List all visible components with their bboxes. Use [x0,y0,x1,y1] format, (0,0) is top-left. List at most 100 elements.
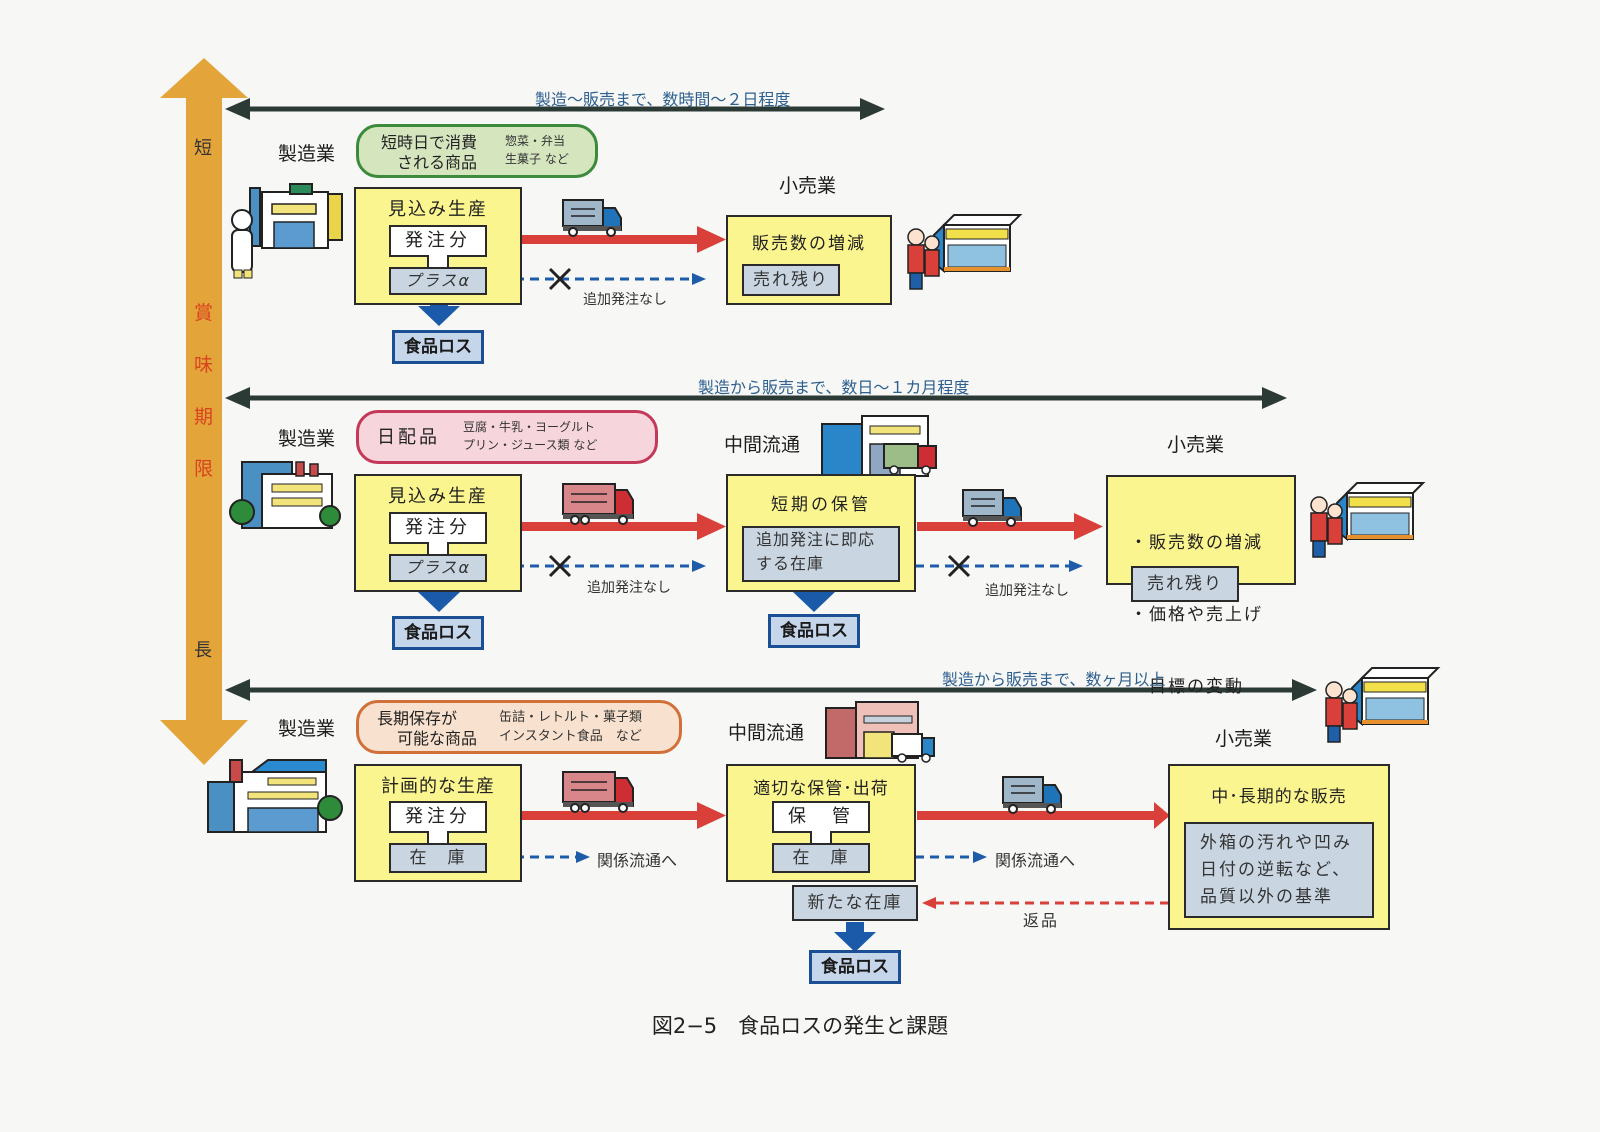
row3-storage-box: 保 管 [772,801,870,833]
row2-leftover-box: 売れ残り [1131,566,1239,602]
truck-icon [562,483,634,525]
axis-label-char: 期 [194,406,214,428]
row2-no-reorder-note-1: 追加発注なし [587,580,671,596]
row2-food-loss-1: 食品ロス [392,616,484,650]
row2-category-pill: 日配品 豆腐・牛乳・ヨーグルト プリン・ジュース類 など [356,410,658,464]
row1-span-arrow [225,98,885,120]
figure-caption: 図2−5 食品ロスの発生と課題 [651,1014,949,1038]
row2-retail-label: 小売業 [1167,434,1225,456]
row3-dashed-arrow-2 [900,851,987,863]
row2-food-loss-2: 食品ロス [768,614,860,648]
row3-related-note-2: 関係流通へ [995,851,1076,870]
category-example: 豆腐・牛乳・ヨーグルト [463,420,596,434]
row3-down-arrow [834,922,876,952]
row3-distribution-label: 中間流通 [728,722,805,744]
category-main: 短時日で消費 [381,133,478,152]
row3-new-stock-box: 新たな在庫 [792,885,918,921]
row1-span-label: 製造〜販売まで、数時間〜２日程度 [535,90,791,109]
row1-no-reorder-note: 追加発注なし [583,292,667,308]
shelf-life-axis [160,58,248,765]
retail-line: ・販売数の増減 [1130,533,1263,553]
box-connector [427,255,449,269]
production-title: 計画的な生産 [381,776,495,797]
factory-building-icon [229,461,341,529]
row3-return-label: 返品 [1023,911,1060,930]
row2-cross-icon-2 [947,554,971,578]
stock-line: 追加発注に即応 [756,530,876,549]
category-example: インスタント食品 など [499,729,642,744]
category-main: 長期保存が [377,709,458,728]
row2-manufacturer-label: 製造業 [278,428,336,450]
row3-retail-label: 小売業 [1215,728,1273,750]
row3-manufacturer-label: 製造業 [278,718,336,740]
row1-order-box: 発注分 [389,225,487,257]
warehouse-icon [821,415,937,477]
retail-shop-icon [1325,667,1441,743]
axis-long-label: 長 [194,640,212,661]
box-connector [810,831,832,845]
production-title: 見込み生産 [388,199,488,220]
row3-dist-stock-box: 在 庫 [772,843,870,873]
truck-icon [562,771,634,813]
retail-line: 販売数の増減 [752,234,866,254]
axis-label-char: 限 [194,458,214,480]
row3-span-arrow [225,679,1317,701]
row3-stock-box: 在 庫 [389,843,487,873]
category-main: される商品 [397,153,478,172]
retail-line: ・価格や売上げ [1130,605,1263,625]
row3-flow-arrow-1 [485,802,726,829]
row1-extra-box: プラスα [389,267,487,295]
distribution-title: 適切な保管･出荷 [753,779,889,799]
food-factory-icon [231,183,343,279]
truck-icon [562,199,622,237]
row1-cross-icon [548,267,572,291]
category-main: 日配品 [377,427,440,448]
row2-cross-icon-1 [548,554,572,578]
row3-criteria-box: 外箱の汚れや凹み 日付の逆転など、 品質以外の基準 [1184,822,1374,918]
row2-order-box: 発注分 [389,512,487,544]
production-title: 見込み生産 [388,486,488,507]
factory-building-icon [207,759,343,833]
row1-leftover-box: 売れ残り [742,264,840,296]
distribution-title: 短期の保管 [771,495,871,515]
row3-category-pill: 長期保存が 可能な商品 缶詰・レトルト・菓子類 インスタント食品 など [356,700,682,754]
row2-distribution-label: 中間流通 [724,434,801,456]
row2-span-arrow [225,387,1287,409]
row2-extra-box: プラスα [389,554,487,582]
category-example: プリン・ジュース類 など [463,438,598,452]
truck-icon [962,489,1022,527]
row2-span-label: 製造から販売まで、数日〜１カ月程度 [698,378,970,397]
truck-icon [1002,776,1062,814]
retail-shop-icon [907,214,1023,290]
row1-flow-arrow [485,226,726,253]
row2-no-reorder-note-2: 追加発注なし [985,583,1069,599]
category-example: 生菓子 など [505,152,569,166]
row3-food-loss: 食品ロス [809,950,901,984]
retail-shop-icon [1310,482,1426,558]
criteria-line: 外箱の汚れや凹み [1200,833,1352,853]
box-connector [427,542,449,556]
category-example: 缶詰・レトルト・菓子類 [499,710,643,725]
row2-stock-box: 追加発注に即応 する在庫 [742,526,900,582]
category-main: 可能な商品 [397,729,478,748]
row3-order-box: 発注分 [389,801,487,833]
axis-label-char: 賞 [194,302,214,324]
axis-label-char: 味 [194,354,214,376]
row3-flow-arrow-2 [917,802,1170,829]
row1-retail-label: 小売業 [779,175,837,197]
row2-flow-arrow-2 [917,513,1103,540]
row3-return-arrow [922,897,1180,909]
axis-short-label: 短 [194,138,212,159]
row2-flow-arrow-1 [485,513,726,540]
warehouse-icon [825,701,935,763]
category-example: 惣菜・弁当 [505,134,566,148]
retail-title: 中･長期的な販売 [1211,787,1347,807]
row2-dashed-arrow-2 [900,560,1083,572]
row1-manufacturer-label: 製造業 [278,143,336,165]
row1-food-loss: 食品ロス [392,330,484,364]
row1-category-pill: 短時日で消費 される商品 惣菜・弁当 生菓子 など [356,124,598,178]
box-connector [427,831,449,845]
row3-span-label: 製造から販売まで、数ヶ月以上 [942,670,1166,689]
criteria-line: 品質以外の基準 [1200,887,1333,907]
